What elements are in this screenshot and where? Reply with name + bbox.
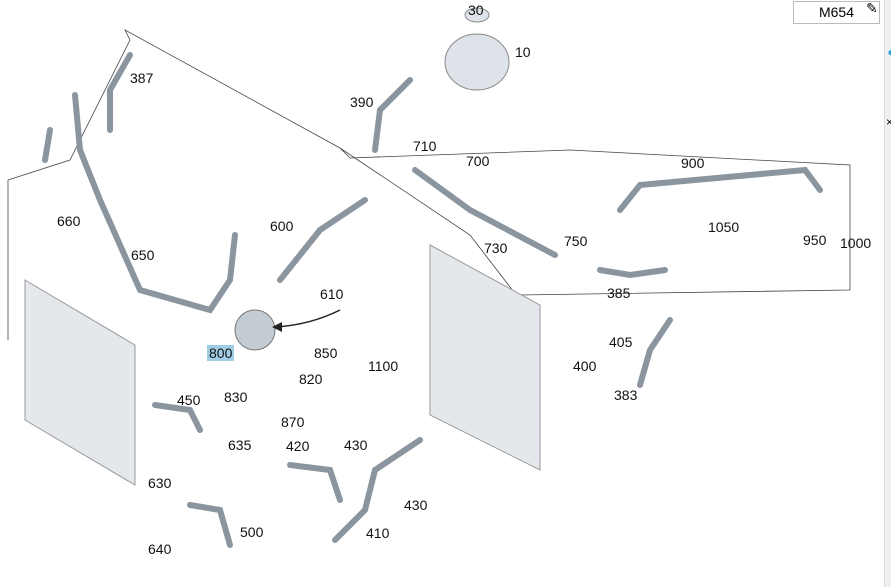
part-label[interactable]: 600	[270, 218, 294, 234]
part-label[interactable]: 430	[344, 437, 368, 453]
hoses	[42, 52, 823, 548]
arrow	[272, 309, 341, 332]
expansion-tank	[444, 7, 510, 91]
part-label[interactable]: 635	[228, 437, 252, 453]
left-radiator	[24, 279, 136, 486]
part-label[interactable]: 820	[299, 371, 323, 387]
part-label[interactable]: 650	[131, 247, 155, 263]
toolbar-icon: ◖	[886, 45, 891, 59]
part-label[interactable]: 420	[286, 438, 310, 454]
part-label[interactable]: 610	[320, 286, 344, 302]
part-label[interactable]: 750	[564, 233, 588, 249]
water-pump	[234, 309, 276, 351]
part-label[interactable]: 430	[404, 497, 428, 513]
part-label[interactable]: 1100	[368, 358, 399, 374]
part-label[interactable]: 383	[614, 387, 638, 403]
part-label[interactable]: 390	[350, 94, 374, 110]
part-label[interactable]: 450	[177, 392, 201, 408]
frame-lines	[7, 29, 851, 340]
part-label[interactable]: 850	[314, 345, 338, 361]
part-label[interactable]: 950	[803, 232, 827, 248]
part-label[interactable]: 30	[468, 2, 484, 18]
part-label[interactable]: 700	[466, 153, 490, 169]
edit-icon[interactable]: ✎	[866, 0, 878, 16]
model-field[interactable]: M654	[793, 1, 880, 24]
part-label[interactable]: 730	[484, 240, 508, 256]
part-label-selected[interactable]: 800	[207, 345, 235, 361]
part-label[interactable]: 630	[148, 475, 172, 491]
part-label[interactable]: 660	[57, 213, 81, 229]
close-icon: ×	[886, 115, 891, 129]
part-label[interactable]: 405	[609, 334, 633, 350]
part-label[interactable]: 710	[413, 138, 437, 154]
part-label[interactable]: 870	[281, 414, 305, 430]
part-label[interactable]: 10	[515, 44, 531, 60]
part-label[interactable]: 900	[681, 155, 705, 171]
part-label[interactable]: 1050	[708, 219, 740, 235]
part-label[interactable]: 385	[607, 285, 631, 301]
part-label[interactable]: 830	[224, 389, 248, 405]
right-radiator	[429, 244, 541, 471]
part-label[interactable]: 387	[130, 70, 154, 86]
part-label[interactable]: 1000	[840, 235, 872, 251]
side-toolbar[interactable]: ◖×	[884, 0, 891, 587]
part-label[interactable]: 500	[240, 524, 264, 540]
part-label[interactable]: 640	[148, 541, 172, 557]
part-label[interactable]: 410	[366, 525, 390, 541]
part-label[interactable]: 400	[573, 358, 597, 374]
